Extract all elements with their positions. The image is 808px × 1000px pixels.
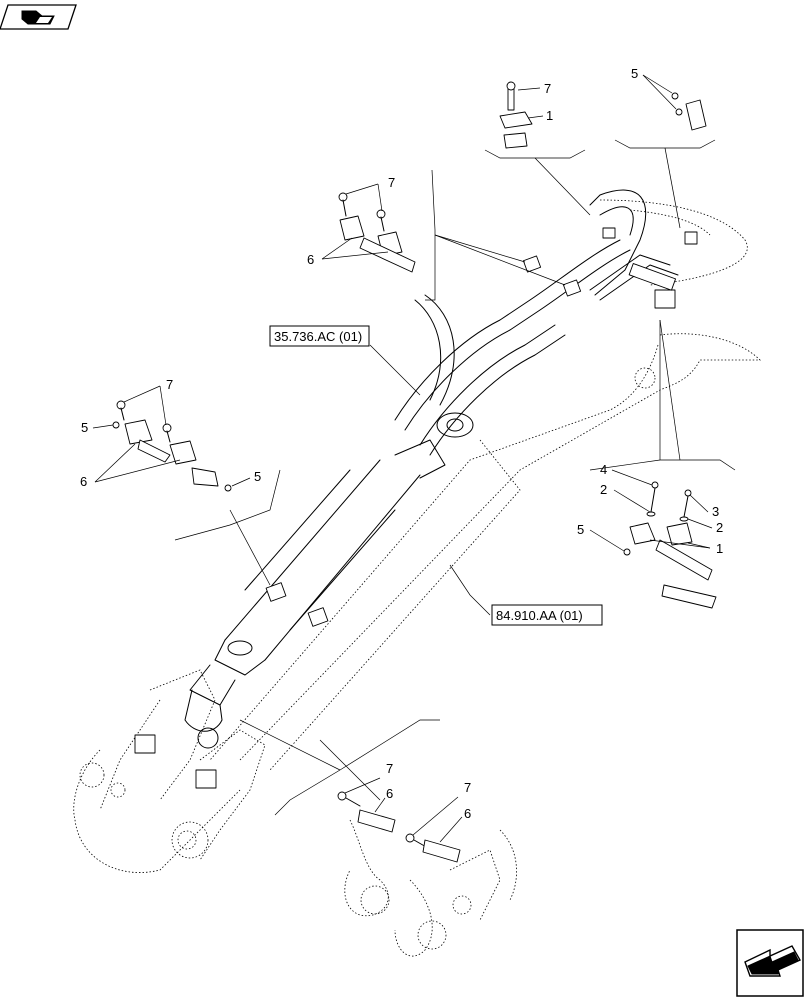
callout-label: 7: [388, 175, 395, 190]
callout-label: 7: [544, 81, 551, 96]
right-clamp-assembly: [589, 469, 717, 609]
hydraulic-hoses: [394, 189, 679, 456]
callout-label: 2: [716, 520, 723, 535]
return-to-index-icon[interactable]: [0, 4, 77, 30]
callout-label: 7: [386, 761, 393, 776]
top-bracket-assembly: [499, 81, 544, 149]
left-clamp-assembly: [92, 385, 251, 492]
callout-label: 7: [464, 780, 471, 795]
callout-label: 6: [386, 786, 393, 801]
callout-label: 1: [716, 541, 723, 556]
boom-cylinder: [184, 439, 446, 749]
next-page-arrow-icon[interactable]: [736, 929, 804, 997]
reference-label-hoses: 35.736.AC (01): [274, 329, 362, 344]
callout-label: 2: [600, 482, 607, 497]
callout-label: 5: [577, 522, 584, 537]
callout-label: 3: [712, 504, 719, 519]
hose-clamps-on-boom: [134, 227, 698, 789]
callout-label: 5: [631, 66, 638, 81]
upper-left-clamp-assembly: [321, 183, 416, 273]
bottom-clamp-assembly: [337, 777, 463, 863]
callout-label: 4: [600, 462, 607, 477]
top-right-bracket: [642, 74, 707, 131]
callout-numbers: 7 1 5 7 6 7 5 6 5 4 2 3 2 5 1 7 6 7 6: [80, 66, 723, 821]
callout-label: 5: [254, 469, 261, 484]
callout-label: 7: [166, 377, 173, 392]
callout-label: 6: [80, 474, 87, 489]
boom-outline: [73, 199, 761, 957]
reference-box-boom[interactable]: 84.910.AA (01): [491, 604, 603, 626]
reference-label-boom: 84.910.AA (01): [496, 608, 583, 623]
callout-label: 1: [546, 108, 553, 123]
callout-label: 5: [81, 420, 88, 435]
callout-label: 6: [464, 806, 471, 821]
leader-lines: [174, 139, 736, 816]
callout-label: 6: [307, 252, 314, 267]
reference-box-hoses[interactable]: 35.736.AC (01): [269, 325, 370, 347]
